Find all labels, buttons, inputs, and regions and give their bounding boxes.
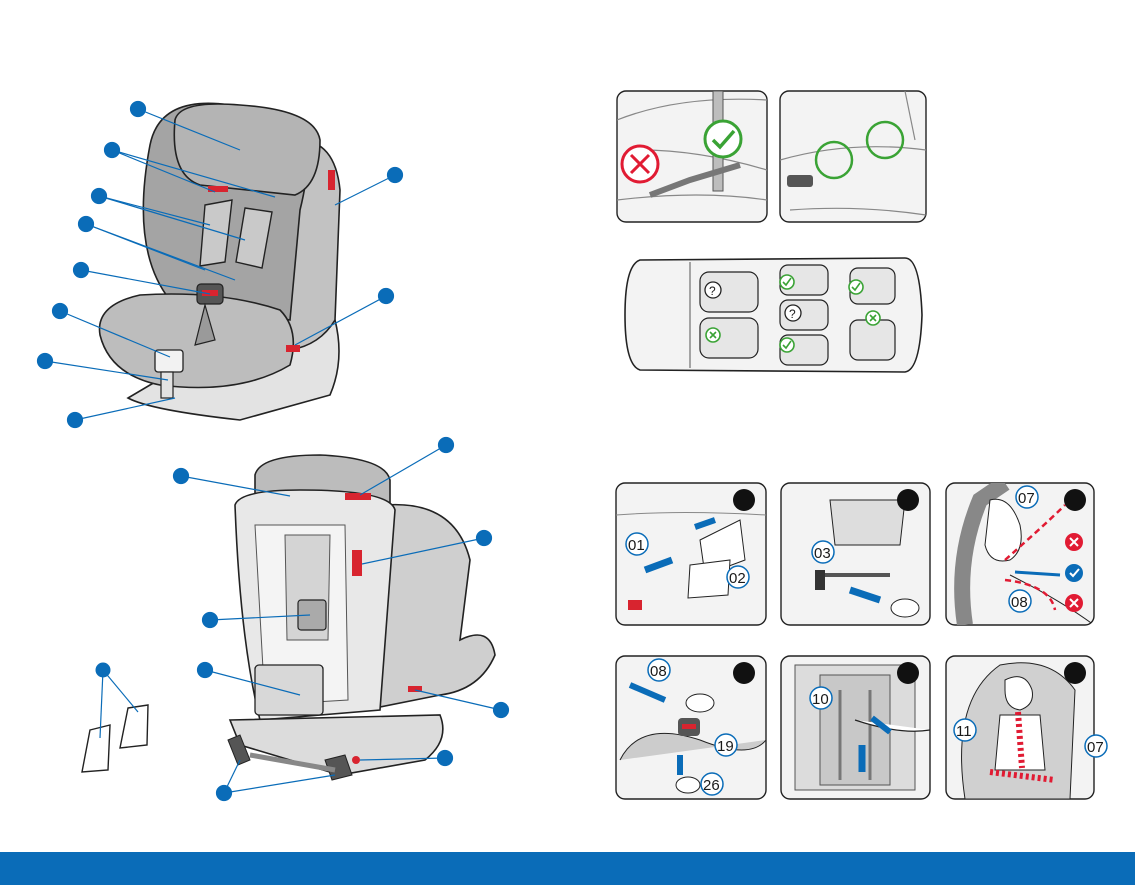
question-mark: ?: [709, 284, 716, 298]
step-3-label-b: 08: [1011, 594, 1028, 611]
panel-isofix-points: [780, 91, 926, 222]
step-4-panel: 08 19 26: [616, 656, 766, 799]
step-3-label-a: 07: [1018, 490, 1035, 507]
check-circle-icon: [849, 280, 863, 294]
step-1-label-a: 01: [628, 537, 645, 554]
step-2-label-a: 03: [814, 545, 831, 562]
step-5-label-a: 10: [812, 691, 829, 708]
step-4-label-c: 26: [703, 777, 720, 794]
step-3-panel: 07 08: [946, 483, 1094, 625]
seat-front-view: [100, 103, 341, 420]
check-circle-icon: [705, 121, 741, 157]
step-5-panel: 10: [781, 656, 930, 799]
step-2-panel: 03: [781, 483, 930, 625]
vehicle-seat-positions: ? ?: [625, 258, 922, 372]
callout-dot: [131, 102, 146, 117]
check-circle-icon: [1065, 564, 1083, 582]
footer-bar: [0, 852, 1135, 885]
step-1-label-b: 02: [729, 570, 746, 587]
check-circle-icon: [780, 275, 794, 289]
check-circle-icon: [780, 338, 794, 352]
step-6-label-b: 07: [1087, 739, 1104, 756]
step-4-label-a: 08: [650, 663, 667, 680]
step-4-label-b: 19: [717, 738, 734, 755]
step-6-panel: 11 07: [946, 656, 1107, 799]
isofix-guides: [82, 663, 148, 773]
step-1-panel: 01 02: [616, 483, 766, 625]
panel-belt-routing: [617, 91, 767, 222]
step-6-label-a: 11: [956, 723, 972, 740]
question-mark: ?: [789, 307, 796, 321]
